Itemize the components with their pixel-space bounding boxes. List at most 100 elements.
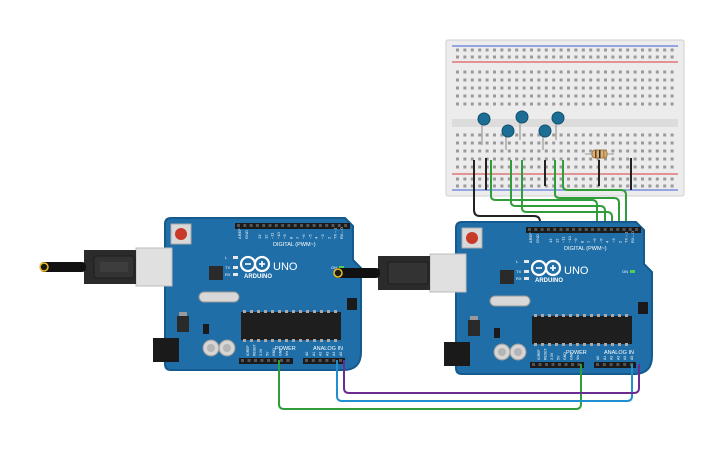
hole[interactable] bbox=[493, 157, 496, 161]
hole[interactable] bbox=[611, 165, 615, 169]
hole[interactable] bbox=[670, 141, 674, 145]
hole[interactable] bbox=[500, 55, 504, 59]
hole[interactable] bbox=[611, 70, 615, 74]
hole[interactable] bbox=[633, 157, 637, 161]
hole[interactable] bbox=[589, 94, 593, 98]
hole[interactable] bbox=[581, 165, 585, 169]
hole[interactable] bbox=[596, 94, 600, 98]
hole[interactable] bbox=[567, 149, 570, 153]
hole[interactable] bbox=[618, 86, 622, 90]
hole[interactable] bbox=[641, 48, 644, 52]
hole[interactable] bbox=[655, 141, 659, 145]
hole[interactable] bbox=[626, 94, 630, 98]
hole[interactable] bbox=[485, 149, 489, 153]
hole[interactable] bbox=[618, 48, 622, 52]
hole[interactable] bbox=[574, 48, 578, 52]
hole[interactable] bbox=[574, 165, 578, 169]
hole[interactable] bbox=[530, 165, 533, 169]
hole[interactable] bbox=[530, 55, 533, 59]
hole[interactable] bbox=[463, 70, 467, 74]
hole[interactable] bbox=[515, 102, 519, 106]
hole[interactable] bbox=[493, 149, 496, 153]
hole[interactable] bbox=[478, 48, 482, 52]
hole[interactable] bbox=[626, 70, 630, 74]
hole[interactable] bbox=[589, 165, 593, 169]
hole[interactable] bbox=[463, 184, 467, 188]
hole[interactable] bbox=[515, 165, 519, 169]
hole[interactable] bbox=[470, 70, 474, 74]
hole[interactable] bbox=[456, 165, 459, 169]
hole[interactable] bbox=[544, 70, 548, 74]
hole[interactable] bbox=[552, 165, 556, 169]
hole[interactable] bbox=[537, 70, 541, 74]
hole[interactable] bbox=[544, 184, 548, 188]
hole[interactable] bbox=[618, 157, 622, 161]
hole[interactable] bbox=[552, 149, 556, 153]
hole[interactable] bbox=[626, 157, 630, 161]
hole[interactable] bbox=[655, 86, 659, 90]
hole[interactable] bbox=[633, 48, 637, 52]
hole[interactable] bbox=[574, 70, 578, 74]
hole[interactable] bbox=[655, 177, 659, 181]
hole[interactable] bbox=[485, 133, 489, 137]
hole[interactable] bbox=[574, 141, 578, 145]
hole[interactable] bbox=[478, 102, 482, 106]
hole[interactable] bbox=[478, 133, 482, 137]
hole[interactable] bbox=[456, 141, 459, 145]
hole[interactable] bbox=[559, 184, 563, 188]
hole[interactable] bbox=[581, 133, 585, 137]
hole[interactable] bbox=[670, 48, 674, 52]
hole[interactable] bbox=[530, 94, 533, 98]
hole[interactable] bbox=[670, 184, 674, 188]
hole[interactable] bbox=[611, 48, 615, 52]
hole[interactable] bbox=[633, 102, 637, 106]
hole[interactable] bbox=[626, 177, 630, 181]
hole[interactable] bbox=[626, 48, 630, 52]
hole[interactable] bbox=[485, 86, 489, 90]
hole[interactable] bbox=[515, 78, 519, 82]
hole[interactable] bbox=[478, 177, 482, 181]
hole[interactable] bbox=[493, 86, 496, 90]
hole[interactable] bbox=[500, 86, 504, 90]
hole[interactable] bbox=[574, 157, 578, 161]
hole[interactable] bbox=[463, 165, 467, 169]
hole[interactable] bbox=[604, 55, 607, 59]
hole[interactable] bbox=[500, 78, 504, 82]
hole[interactable] bbox=[663, 48, 667, 52]
hole[interactable] bbox=[478, 55, 482, 59]
hole[interactable] bbox=[530, 78, 533, 82]
hole[interactable] bbox=[485, 78, 489, 82]
hole[interactable] bbox=[633, 165, 637, 169]
hole[interactable] bbox=[618, 141, 622, 145]
hole[interactable] bbox=[611, 177, 615, 181]
hole[interactable] bbox=[507, 102, 511, 106]
hole[interactable] bbox=[485, 165, 489, 169]
hole[interactable] bbox=[470, 177, 474, 181]
hole[interactable] bbox=[670, 55, 674, 59]
hole[interactable] bbox=[537, 141, 541, 145]
hole[interactable] bbox=[470, 141, 474, 145]
hole[interactable] bbox=[544, 177, 548, 181]
hole[interactable] bbox=[663, 55, 667, 59]
hole[interactable] bbox=[463, 48, 467, 52]
hole[interactable] bbox=[500, 184, 504, 188]
hole[interactable] bbox=[507, 157, 511, 161]
hole[interactable] bbox=[641, 184, 644, 188]
hole[interactable] bbox=[493, 184, 496, 188]
hole[interactable] bbox=[604, 141, 607, 145]
hole[interactable] bbox=[500, 177, 504, 181]
hole[interactable] bbox=[670, 149, 674, 153]
hole[interactable] bbox=[470, 94, 474, 98]
hole[interactable] bbox=[485, 55, 489, 59]
hole[interactable] bbox=[633, 55, 637, 59]
hole[interactable] bbox=[485, 157, 489, 161]
hole[interactable] bbox=[626, 102, 630, 106]
hole[interactable] bbox=[567, 102, 570, 106]
hole[interactable] bbox=[663, 70, 667, 74]
hole[interactable] bbox=[478, 184, 482, 188]
hole[interactable] bbox=[641, 70, 644, 74]
hole[interactable] bbox=[581, 102, 585, 106]
hole[interactable] bbox=[537, 94, 541, 98]
hole[interactable] bbox=[648, 184, 652, 188]
hole[interactable] bbox=[618, 149, 622, 153]
